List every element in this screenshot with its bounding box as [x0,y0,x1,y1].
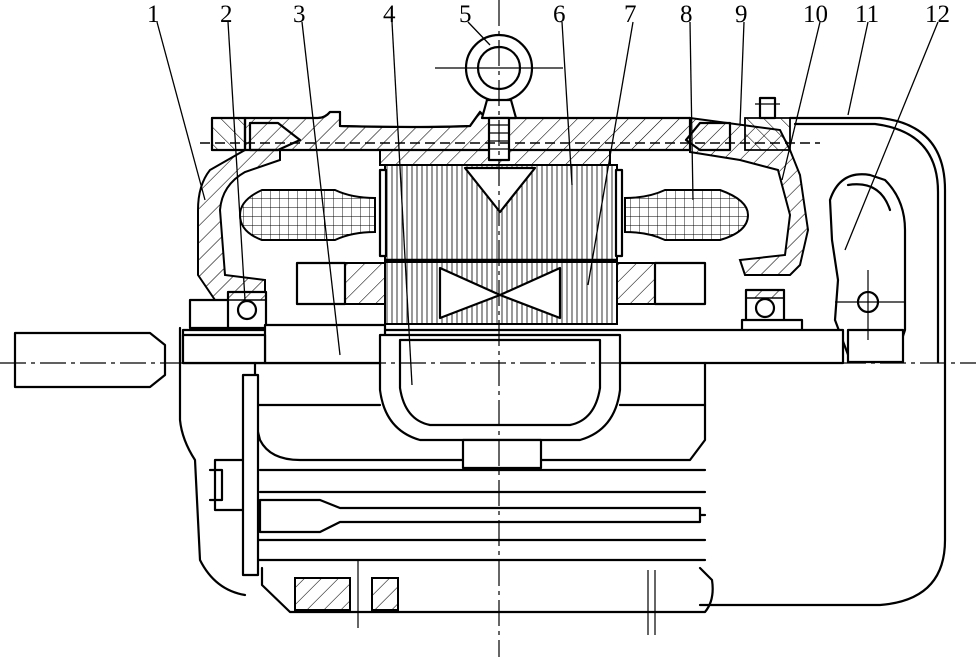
callout-2: 2 [220,1,233,28]
rear-end-shield [684,96,810,276]
leader-lines [156,21,939,386]
stator-winding-right [624,189,750,241]
rotor-end-ring-right [616,261,707,306]
callout-labels: 1 2 3 4 5 6 7 8 9 10 11 12 [147,1,950,28]
callout-1: 1 [147,1,160,28]
callout-10: 10 [803,1,828,28]
frame-upper [243,110,692,166]
front-bearing [226,290,268,330]
fan-cover [698,116,947,607]
callout-3: 3 [293,1,306,28]
stator-core [378,164,624,261]
callout-9: 9 [735,1,748,28]
stator-winding-left [238,189,376,241]
callout-12: 12 [925,1,950,28]
rotor-core [384,258,618,325]
callout-7: 7 [624,1,637,28]
callout-4: 4 [383,1,396,28]
callout-6: 6 [553,1,566,28]
callout-11: 11 [855,1,879,28]
callout-8: 8 [680,1,693,28]
rotor-end-ring-left [295,261,386,306]
callout-5: 5 [459,1,472,28]
frame-lower [208,333,714,614]
